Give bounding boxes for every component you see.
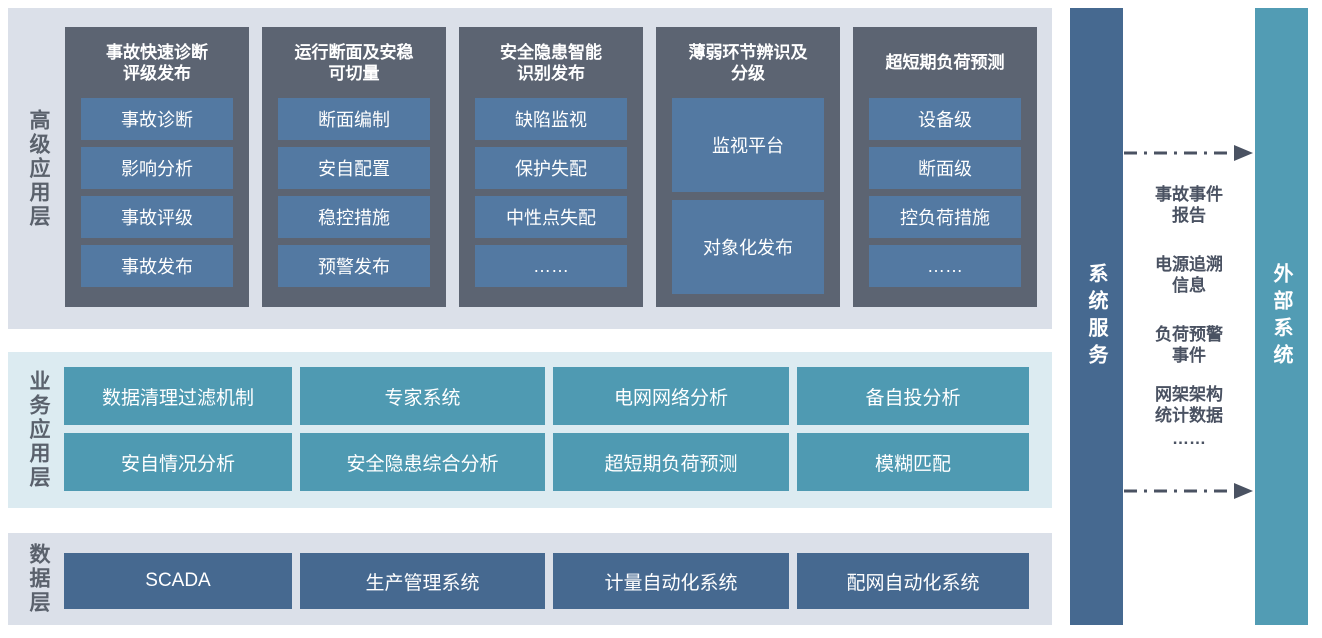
business-application-layer-band: 业务应用层 数据清理过滤机制 专家系统 电网网络分析 备自投分析 安自情况分析 … <box>8 352 1052 508</box>
panel-weak-link: 薄弱环节辨识及 分级 监视平台 对象化发布 <box>656 27 840 307</box>
system-service-label: 系统服务 <box>1085 262 1107 371</box>
business-item: 专家系统 <box>300 367 545 425</box>
panel-item: 断面级 <box>869 147 1021 189</box>
exchange-item-ellipsis: …… <box>1172 429 1206 448</box>
panel-item: 监视平台 <box>672 98 824 192</box>
exchange-item: 网架架构 统计数据 <box>1155 385 1223 425</box>
data-row: SCADA 生产管理系统 计量自动化系统 配网自动化系统 <box>64 553 1029 609</box>
panel-item: …… <box>869 245 1021 287</box>
data-source-item: 计量自动化系统 <box>553 553 789 609</box>
panel-item: 安自配置 <box>278 147 430 189</box>
panel-load-forecast: 超短期负荷预测 设备级 断面级 控负荷措施 …… <box>853 27 1037 307</box>
panel-item: 稳控措施 <box>278 196 430 238</box>
advanced-layer-label: 高级应用层 <box>27 108 50 229</box>
panel-title: 安全隐患智能 识别发布 <box>500 42 602 83</box>
panel-item: 事故诊断 <box>81 98 233 140</box>
data-layer-band: 数据层 SCADA 生产管理系统 计量自动化系统 配网自动化系统 <box>8 533 1052 625</box>
exchange-item: 电源追溯 信息 <box>1155 255 1223 295</box>
data-source-item: SCADA <box>64 553 292 609</box>
data-source-item: 生产管理系统 <box>300 553 545 609</box>
exchange-item: 事故事件 报告 <box>1155 185 1223 225</box>
business-item: 备自投分析 <box>797 367 1029 425</box>
panel-item: 对象化发布 <box>672 200 824 294</box>
panel-items: 监视平台 对象化发布 <box>672 98 824 294</box>
data-layer-gutter: 数据层 <box>8 533 68 625</box>
business-layer-label: 业务应用层 <box>27 370 50 490</box>
advanced-application-layer-band: 高级应用层 事故快速诊断 评级发布 事故诊断 影响分析 事故评级 事故发布 运行… <box>8 8 1052 329</box>
panel-item: 保护失配 <box>475 147 627 189</box>
system-service-bar: 系统服务 <box>1070 8 1123 625</box>
business-item: 安自情况分析 <box>64 433 292 491</box>
exchange-item: 负荷预警 事件 <box>1155 325 1223 365</box>
business-layer-gutter: 业务应用层 <box>8 352 68 508</box>
data-layer-label: 数据层 <box>27 543 50 615</box>
panel-item: 缺陷监视 <box>475 98 627 140</box>
external-system-label: 外部系统 <box>1270 262 1292 371</box>
dash-dot-arrow-icon <box>1124 483 1253 499</box>
panel-item: 影响分析 <box>81 147 233 189</box>
panel-item: 设备级 <box>869 98 1021 140</box>
external-system-bar: 外部系统 <box>1255 8 1308 625</box>
panel-item: 控负荷措施 <box>869 196 1021 238</box>
panel-item: 断面编制 <box>278 98 430 140</box>
panel-items: 设备级 断面级 控负荷措施 …… <box>869 98 1021 287</box>
business-item: 电网网络分析 <box>553 367 789 425</box>
panel-title: 运行断面及安稳 可切量 <box>294 42 414 83</box>
business-item: 超短期负荷预测 <box>553 433 789 491</box>
panel-title: 事故快速诊断 评级发布 <box>106 42 208 83</box>
panel-operation-section: 运行断面及安稳 可切量 断面编制 安自配置 稳控措施 预警发布 <box>262 27 446 307</box>
panel-title: 薄弱环节辨识及 分级 <box>688 42 808 83</box>
panel-hidden-danger: 安全隐患智能 识别发布 缺陷监视 保护失配 中性点失配 …… <box>459 27 643 307</box>
business-item: 安全隐患综合分析 <box>300 433 545 491</box>
business-item: 数据清理过滤机制 <box>64 367 292 425</box>
panel-items: 断面编制 安自配置 稳控措施 预警发布 <box>278 98 430 287</box>
panel-items: 缺陷监视 保护失配 中性点失配 …… <box>475 98 627 287</box>
panel-item: 预警发布 <box>278 245 430 287</box>
panel-accident-diagnosis: 事故快速诊断 评级发布 事故诊断 影响分析 事故评级 事故发布 <box>65 27 249 307</box>
exchange-column: 事故事件 报告 电源追溯 信息 负荷预警 事件 网架架构 统计数据 …… <box>1123 8 1255 625</box>
dash-dot-arrow-icon <box>1124 145 1253 161</box>
panel-title: 超短期负荷预测 <box>885 53 1005 72</box>
advanced-layer-gutter: 高级应用层 <box>8 8 68 329</box>
business-row-2: 安自情况分析 安全隐患综合分析 超短期负荷预测 模糊匹配 <box>64 433 1029 491</box>
data-source-item: 配网自动化系统 <box>797 553 1029 609</box>
panel-items: 事故诊断 影响分析 事故评级 事故发布 <box>81 98 233 287</box>
business-item: 模糊匹配 <box>797 433 1029 491</box>
panel-item: 事故发布 <box>81 245 233 287</box>
panel-item: …… <box>475 245 627 287</box>
advanced-panels: 事故快速诊断 评级发布 事故诊断 影响分析 事故评级 事故发布 运行断面及安稳 … <box>65 27 1037 307</box>
panel-item: 事故评级 <box>81 196 233 238</box>
panel-item: 中性点失配 <box>475 196 627 238</box>
business-row-1: 数据清理过滤机制 专家系统 电网网络分析 备自投分析 <box>64 367 1029 425</box>
